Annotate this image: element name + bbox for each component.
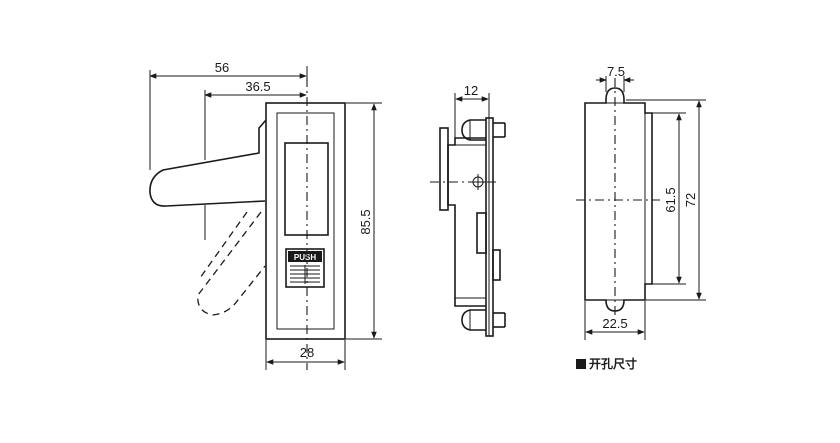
dim-12: 12	[464, 83, 478, 98]
dim-72: 72	[683, 193, 698, 207]
dim-36-5: 36.5	[245, 79, 270, 94]
cutout-caption: 开孔尺寸	[576, 355, 637, 372]
side-screw-top	[461, 119, 486, 141]
dim-28: 28	[300, 345, 314, 360]
dim-22-5: 22.5	[602, 316, 627, 331]
side-body	[447, 137, 486, 307]
dim-7-5: 7.5	[607, 64, 625, 79]
handle-swing-inner	[199, 211, 248, 279]
front-view: PUSH 56 36.5 85.5 28	[149, 60, 382, 370]
dim-85-5: 85.5	[358, 209, 373, 234]
caption-square-marker	[576, 358, 586, 369]
handle-swing-outline	[197, 211, 266, 316]
lock-body-outer	[265, 102, 346, 340]
handle-open-outline	[149, 119, 267, 207]
side-latch	[476, 212, 487, 254]
cutout-view: 7.5 61.5 72 22.5	[576, 64, 706, 340]
side-mount-tab	[439, 127, 449, 211]
push-button-label: PUSH	[294, 253, 316, 262]
side-screw-bottom	[461, 309, 486, 331]
lock-body-inner	[276, 112, 335, 330]
dim-61-5: 61.5	[663, 187, 678, 212]
caption-text: 开孔尺寸	[589, 357, 638, 371]
side-view: 12	[430, 83, 506, 337]
push-button: PUSH	[285, 248, 325, 288]
dim-56: 56	[215, 60, 229, 75]
